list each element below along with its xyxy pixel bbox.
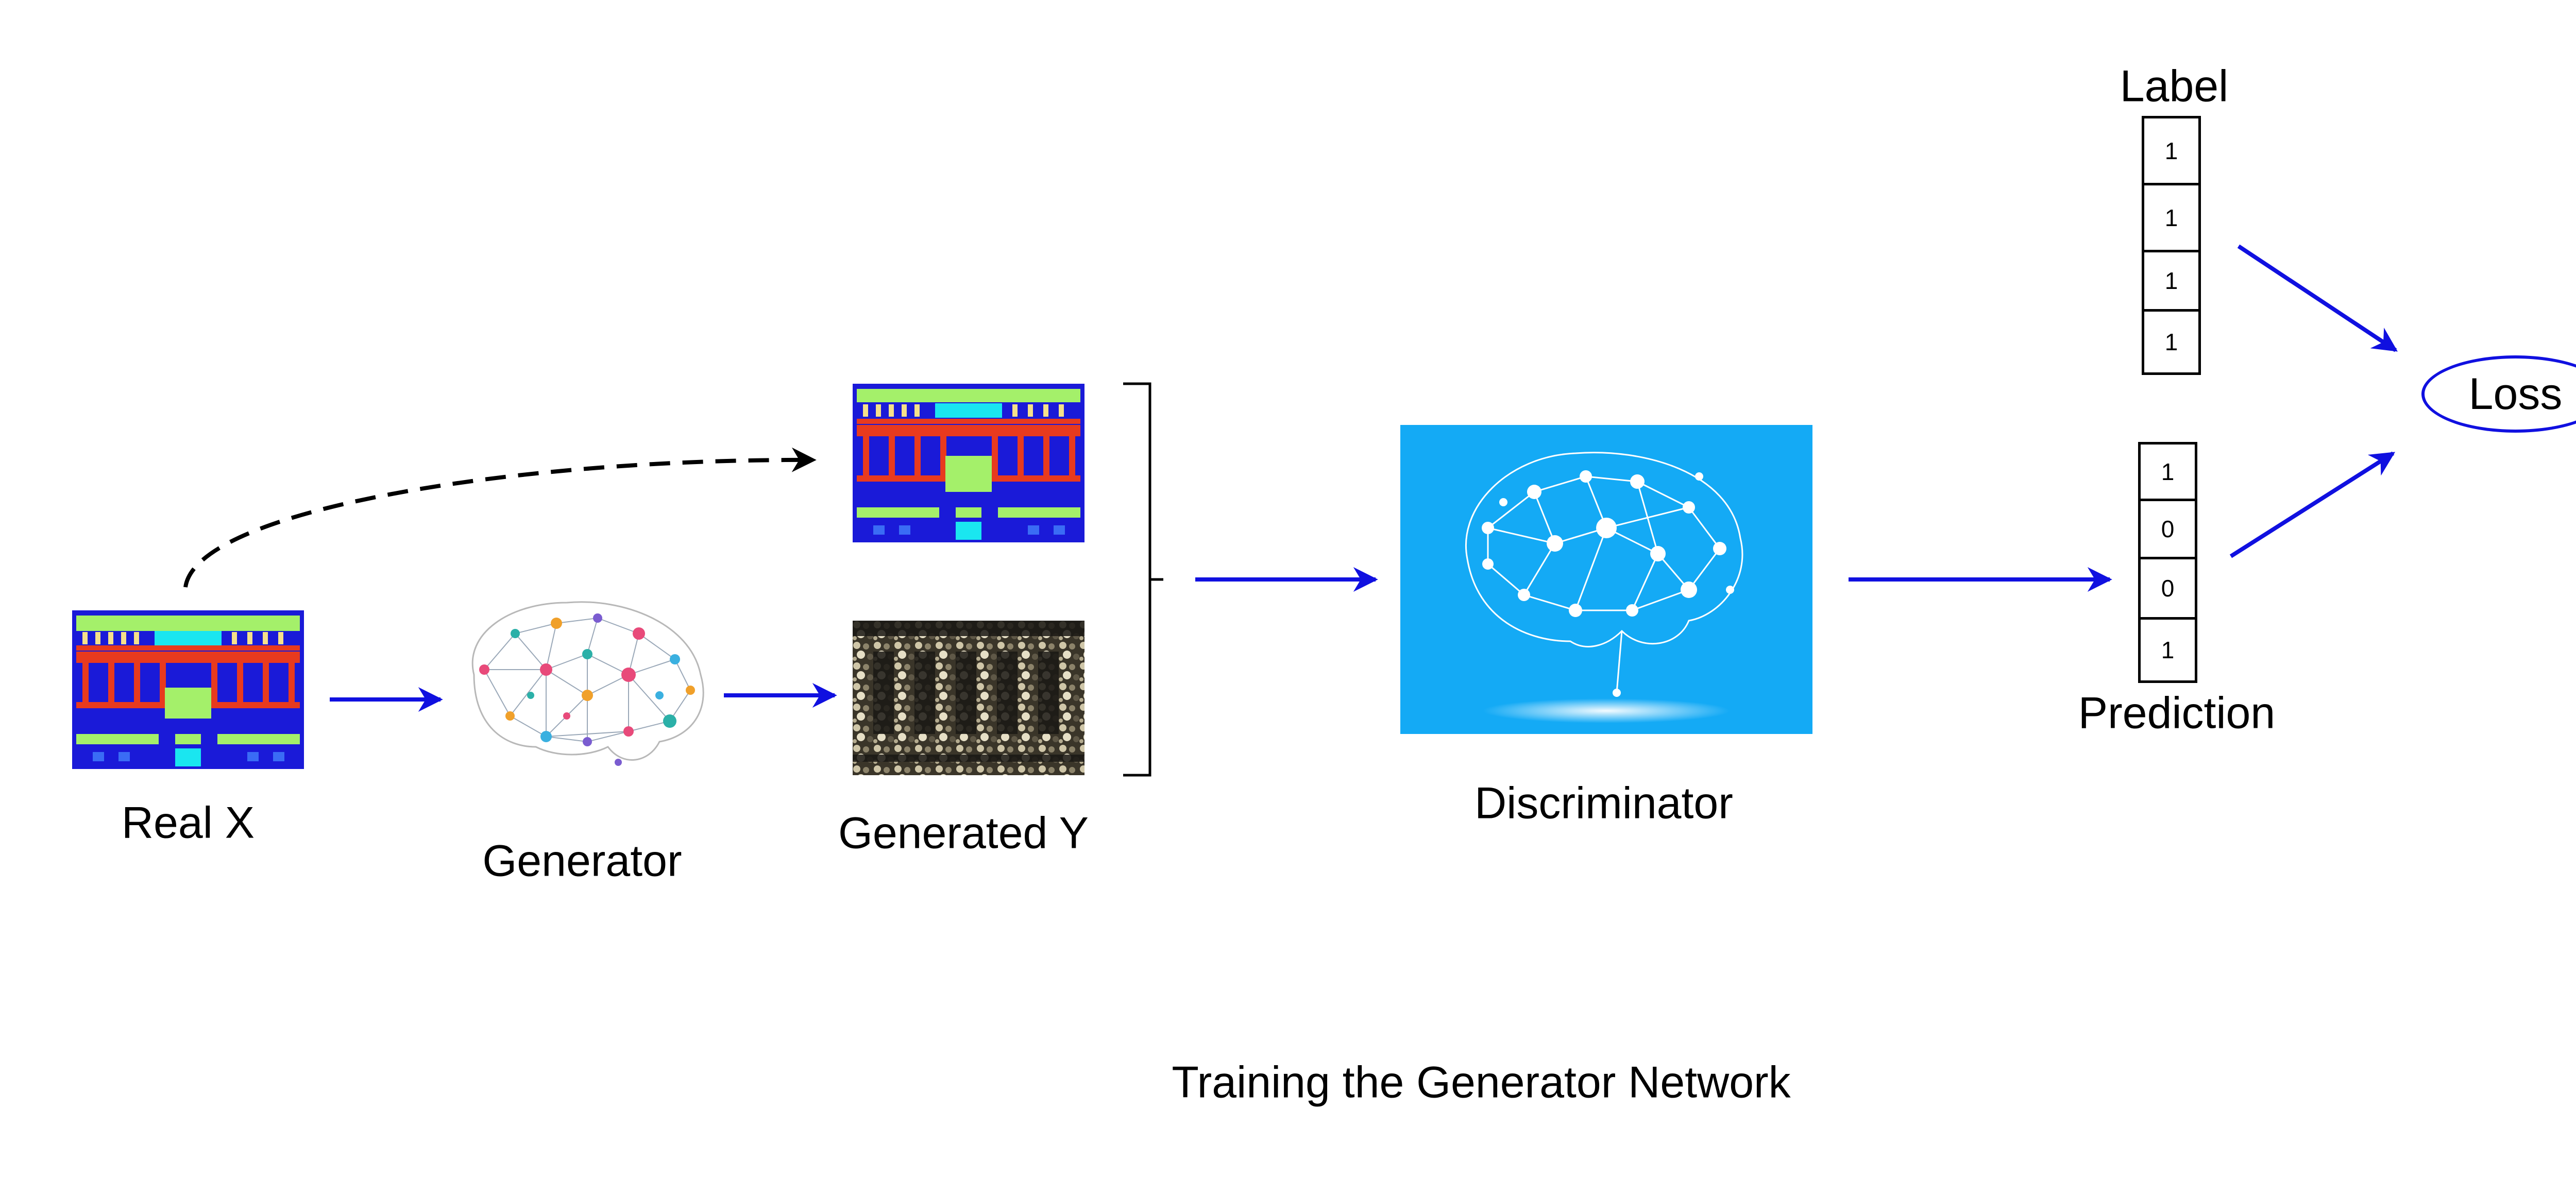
colorful-network-brain-icon: [471, 601, 704, 766]
input-bracket: [1123, 382, 1163, 777]
prediction-vector-cell: 0: [2138, 557, 2197, 620]
generated-y-image: [853, 621, 1084, 775]
prediction-vector-cell: 0: [2138, 499, 2197, 559]
generator-label: Generator: [482, 836, 682, 886]
prediction-vector-cell: 1: [2138, 617, 2197, 683]
discriminator-background: [1400, 425, 1812, 734]
label-vector-cell: 1: [2142, 250, 2201, 312]
discriminator-panel: [1400, 425, 1812, 734]
label-vector-cell: 1: [2142, 309, 2201, 375]
label-vector-title: Label: [2120, 61, 2229, 111]
prediction-vector-cell: 1: [2138, 442, 2197, 501]
loss-label: Loss: [2468, 369, 2563, 419]
discriminator-label: Discriminator: [1475, 778, 1733, 828]
arrow-label-to-loss: [2237, 244, 2398, 352]
real-x-label: Real X: [121, 798, 255, 848]
diagram-caption: Training the Generator Network: [1172, 1057, 1791, 1107]
prediction-vector-title: Prediction: [2078, 688, 2276, 738]
generated-y-label: Generated Y: [838, 808, 1089, 858]
real-x-copy-image: [853, 384, 1084, 542]
dashed-copy-arrow: [183, 447, 817, 588]
label-vector-cell: 1: [2142, 116, 2201, 185]
real-x-image: [72, 610, 304, 769]
loss-node: Loss: [2421, 355, 2576, 433]
label-vector-cell: 1: [2142, 183, 2201, 252]
arrow-prediction-to-loss: [2229, 451, 2396, 558]
